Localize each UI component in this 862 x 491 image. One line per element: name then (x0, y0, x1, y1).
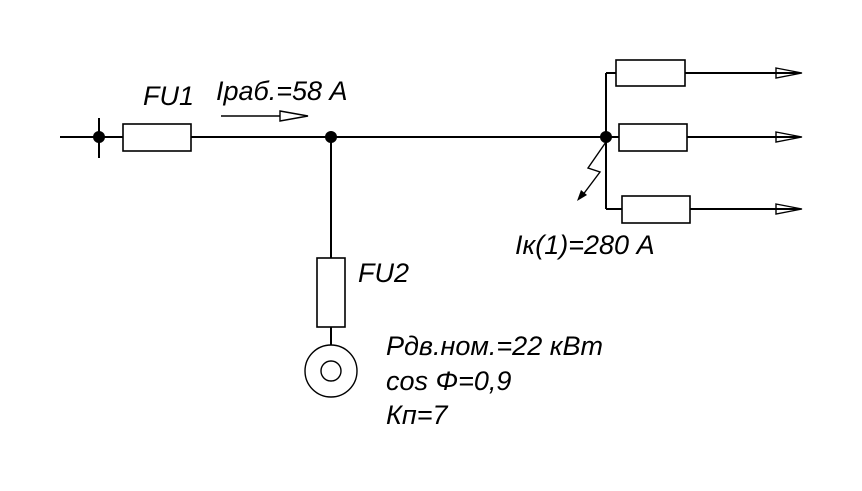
motor-inner-circle (320, 360, 342, 382)
motor-outer-circle (304, 344, 358, 398)
fuse-middle-branch (618, 123, 688, 152)
left-node (93, 131, 105, 143)
current-arrow-head (279, 110, 309, 122)
fuse-fu1 (122, 123, 192, 152)
top-branch-arrow-head (775, 67, 803, 79)
fuse-fu2 (316, 257, 346, 328)
short-circuit-bolt (581, 141, 607, 197)
short-circuit-bolt-head (577, 190, 587, 201)
cos-phi-label: cos Φ=0,9 (386, 366, 512, 396)
motor-power-label: Pдв.ном.=22 кВт (386, 331, 603, 361)
middle-branch-arrow-head (775, 131, 803, 143)
fu2-label: FU2 (358, 258, 410, 288)
fuse-top-branch (615, 59, 686, 87)
fu1-label: FU1 (143, 81, 195, 111)
short-circuit-current-label: Iк(1)=280 А (515, 230, 655, 260)
kp-label: Кп=7 (386, 400, 448, 430)
bottom-branch-arrow-head (775, 203, 803, 215)
working-current-label: Iраб.=58 А (216, 76, 348, 106)
fuse-bottom-branch (621, 195, 691, 224)
